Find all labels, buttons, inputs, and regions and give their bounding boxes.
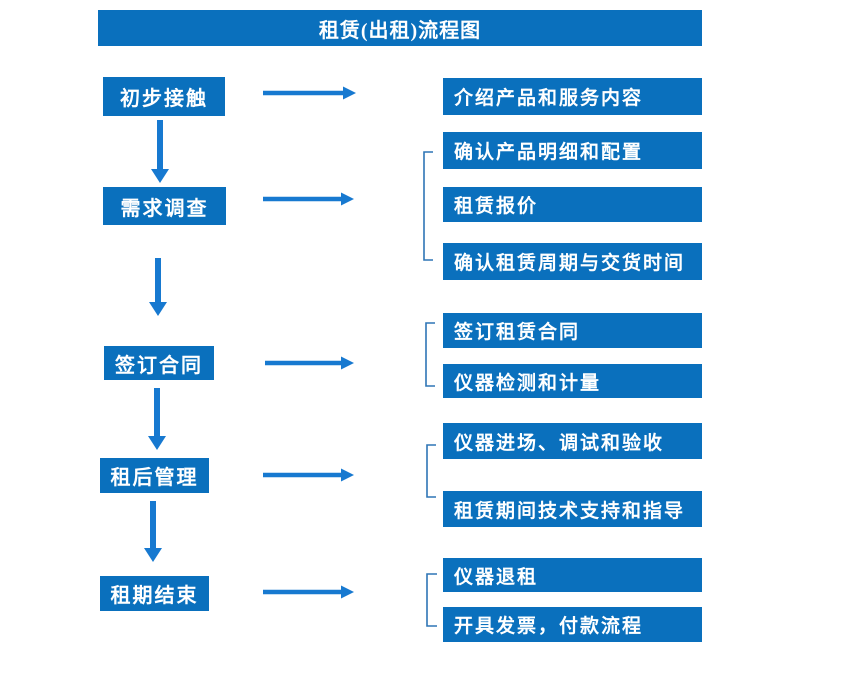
right-arrow-icon	[263, 468, 354, 482]
down-arrow-icon	[144, 501, 162, 562]
stage-box-demand-survey: 需求调查	[103, 187, 226, 225]
output-box-confirm-period-delivery: 确认租赁周期与交货时间	[443, 243, 702, 280]
group-bracket-icon	[425, 322, 435, 387]
output-box-instrument-return: 仪器退租	[443, 558, 702, 592]
right-arrow-icon	[263, 585, 354, 599]
output-box-introduce-products: 介绍产品和服务内容	[443, 78, 702, 115]
stage-box-post-rental-management: 租后管理	[100, 458, 209, 493]
stage-box-rental-end: 租期结束	[100, 576, 209, 611]
output-box-instrument-setup: 仪器进场、调试和验收	[443, 423, 702, 459]
group-bracket-icon	[426, 444, 436, 498]
page-title: 租赁(出租)流程图	[318, 19, 482, 42]
group-bracket-icon	[426, 573, 437, 627]
output-box-rental-quotation: 租赁报价	[443, 187, 702, 222]
down-arrow-icon	[149, 258, 167, 316]
stage-box-initial-contact: 初步接触	[103, 77, 225, 116]
right-arrow-icon	[263, 192, 354, 206]
flowchart-title-bar: 租赁(出租)流程图	[98, 10, 702, 46]
down-arrow-icon	[151, 120, 169, 183]
output-box-tech-support: 租赁期间技术支持和指导	[443, 491, 702, 527]
output-box-instrument-testing: 仪器检测和计量	[443, 364, 702, 398]
down-arrow-icon	[148, 388, 166, 450]
right-arrow-icon	[265, 356, 354, 370]
right-arrow-icon	[263, 86, 356, 100]
output-box-confirm-product-details: 确认产品明细和配置	[443, 132, 702, 169]
output-box-invoice-payment: 开具发票，付款流程	[443, 607, 702, 642]
group-bracket-icon	[423, 151, 433, 261]
output-box-sign-rental-contract: 签订租赁合同	[443, 313, 702, 348]
stage-box-sign-contract: 签订合同	[104, 346, 214, 380]
